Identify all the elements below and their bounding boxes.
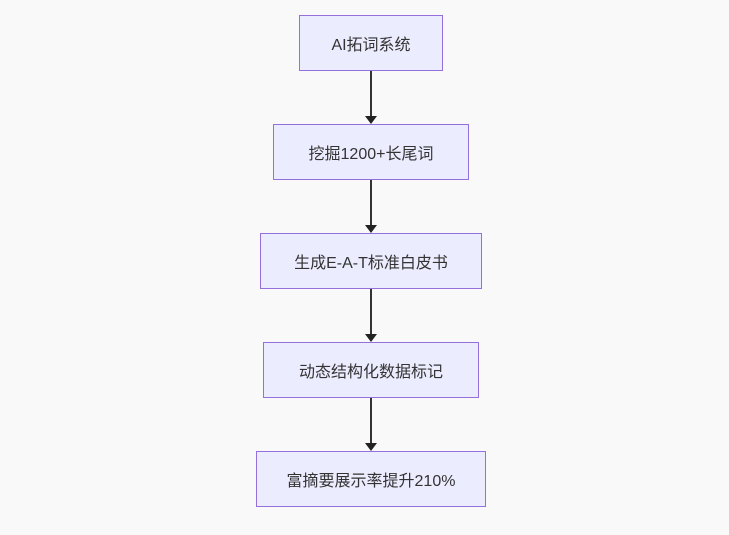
node-label: AI拓词系统 xyxy=(331,37,411,54)
edge-arrow-down xyxy=(365,398,377,451)
node-label: 生成E-A-T标准白皮书 xyxy=(294,255,448,272)
edge-arrow-down xyxy=(365,180,377,233)
flowchart: AI拓词系统 挖掘1200+长尾词 生成E-A-T标准白皮书 动态结构化数据标记… xyxy=(256,15,486,507)
node-label: 富摘要展示率提升210% xyxy=(286,473,456,490)
arrowhead-down-icon xyxy=(365,225,377,233)
edge-arrow-down xyxy=(365,289,377,342)
flowchart-node-ai-system: AI拓词系统 xyxy=(299,15,443,71)
flowchart-node-eat-whitepaper: 生成E-A-T标准白皮书 xyxy=(260,233,482,289)
edge-arrow-down xyxy=(365,71,377,124)
arrowhead-down-icon xyxy=(365,443,377,451)
edge-line xyxy=(370,71,372,116)
flowchart-node-longtail-keywords: 挖掘1200+长尾词 xyxy=(273,124,469,180)
edge-line xyxy=(370,289,372,334)
arrowhead-down-icon xyxy=(365,116,377,124)
node-label: 挖掘1200+长尾词 xyxy=(308,146,434,163)
flowchart-node-rich-snippet-result: 富摘要展示率提升210% xyxy=(256,451,486,507)
flowchart-node-structured-data: 动态结构化数据标记 xyxy=(263,342,479,398)
edge-line xyxy=(370,398,372,443)
arrowhead-down-icon xyxy=(365,334,377,342)
node-label: 动态结构化数据标记 xyxy=(298,364,443,381)
edge-line xyxy=(370,180,372,225)
